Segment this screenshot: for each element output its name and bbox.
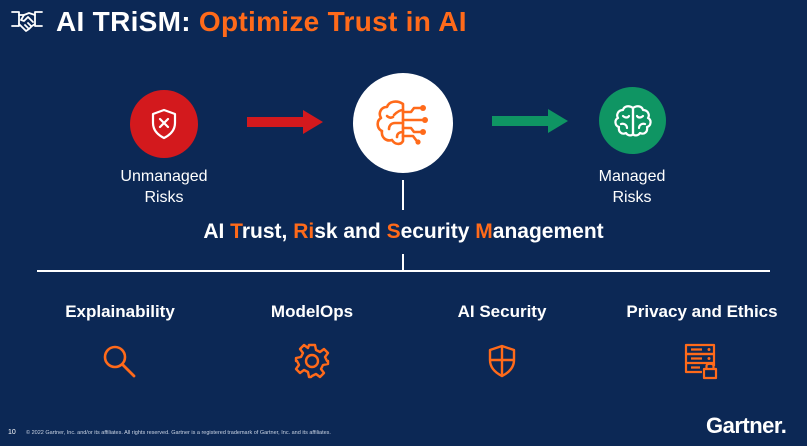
title-part2: Optimize Trust in AI	[198, 6, 467, 37]
copyright-text: © 2022 Gartner, Inc. and/or its affiliat…	[26, 430, 331, 436]
gear-icon	[294, 343, 330, 379]
trism-heading: AI Trust, Risk and Security Management	[0, 220, 807, 244]
arrow-right-icon	[492, 109, 568, 133]
unmanaged-label-line2: Risks	[144, 189, 184, 206]
server-lock-icon	[684, 343, 718, 380]
magnifier-icon	[103, 345, 136, 378]
pillar-ai-security-label: AI Security	[457, 302, 547, 321]
pillar-modelops-label: ModelOps	[270, 302, 354, 321]
arrow-right-icon	[247, 110, 323, 134]
unmanaged-label-line1: Unmanaged	[120, 168, 208, 185]
connector-line-top	[402, 180, 404, 210]
divider-line	[37, 270, 770, 272]
trism-hl-s: S	[386, 220, 401, 243]
title-part1: AI TRiSM:	[56, 6, 191, 37]
managed-label-line2: Risks	[612, 189, 652, 206]
trism-seg5: anagement	[492, 220, 604, 243]
managed-risks-circle	[599, 87, 666, 154]
trism-seg4: ecurity	[400, 220, 476, 243]
trism-hl-ri: Ri	[293, 220, 315, 243]
shield-x-icon	[151, 108, 177, 140]
connector-line-bottom	[402, 254, 404, 271]
unmanaged-risks-label: Unmanaged Risks	[100, 166, 228, 208]
brain-icon	[613, 104, 652, 136]
trism-seg2: rust,	[241, 220, 294, 243]
page-number: 10	[8, 429, 16, 436]
title-row: AI TRiSM:Optimize Trust in AI	[10, 4, 467, 40]
brain-circuit-icon	[376, 100, 428, 146]
shield-icon	[488, 344, 516, 378]
managed-label-line1: Managed	[598, 168, 666, 185]
trism-hl-m: M	[475, 220, 493, 243]
trism-seg3: sk and	[314, 220, 387, 243]
handshake-icon	[11, 11, 43, 32]
pillar-explainability-label: Explainability	[65, 302, 175, 321]
unmanaged-risks-circle	[130, 90, 198, 158]
trism-seg1: AI	[203, 220, 231, 243]
trism-hl-t: T	[230, 220, 242, 243]
pillar-privacy-ethics-label: Privacy and Ethics	[626, 302, 778, 321]
page-title: AI TRiSM:Optimize Trust in AI	[56, 6, 467, 38]
gartner-logo: Gartner.	[706, 413, 787, 438]
managed-risks-label: Managed Risks	[570, 166, 694, 208]
trism-center-circle	[353, 73, 453, 173]
